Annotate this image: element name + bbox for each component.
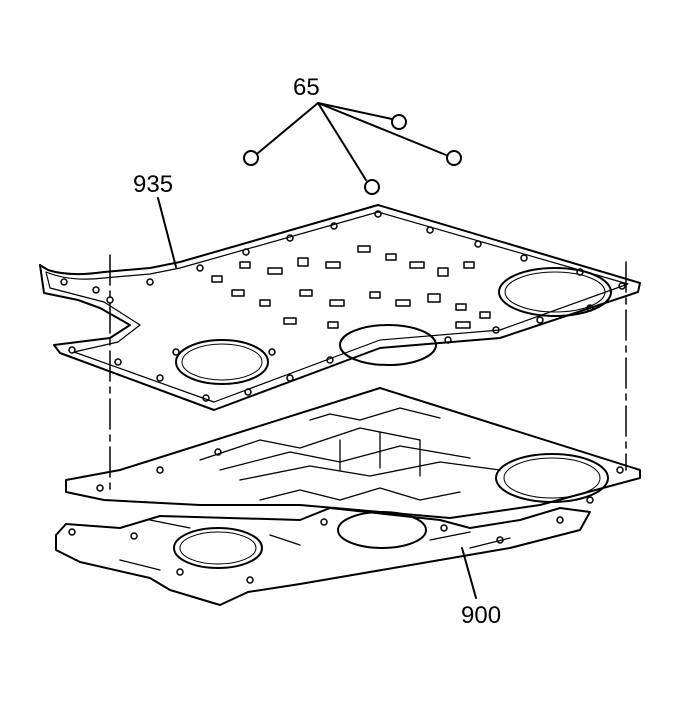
valve-body-lower-edge <box>55 529 581 606</box>
seal-ring <box>391 114 407 130</box>
callout-label-seals: 65 <box>293 74 320 101</box>
seal-ring <box>446 150 462 166</box>
gasket-bore <box>181 343 263 381</box>
gasket-outline <box>39 204 641 411</box>
valve-body-upper-deck <box>65 387 641 519</box>
leader-line-seals <box>317 102 393 120</box>
seal-rings <box>243 102 462 195</box>
alignment-guides <box>109 254 627 491</box>
leader-line-seals <box>317 102 447 156</box>
valve-body-lower-casting <box>55 507 591 606</box>
gasket-bore <box>504 271 606 313</box>
seal-ring <box>243 150 259 166</box>
valve-body-bolt-holes <box>68 448 624 584</box>
valve-body-channels <box>119 407 511 571</box>
callout-label-plate: 900 <box>461 602 502 629</box>
gasket-bore <box>498 267 612 317</box>
leader-line-seals <box>257 102 319 154</box>
valve-body-bore <box>495 453 609 503</box>
seal-ring <box>364 179 380 195</box>
leader-line-seals <box>317 102 367 181</box>
callout-label-gasket: 935 <box>133 171 174 198</box>
gasket-bore <box>339 324 437 366</box>
valve-body-upper-deck-edge <box>65 477 641 519</box>
valve-body-bore <box>179 531 257 565</box>
valve-body-900 <box>55 387 641 606</box>
gasket-bore <box>175 339 269 385</box>
valve-body-bore <box>173 527 263 569</box>
gasket-passages <box>211 245 491 329</box>
valve-body-bore <box>503 457 601 499</box>
gasket-935 <box>39 197 641 411</box>
gasket-inner-edge <box>45 211 629 403</box>
leader-line-gasket <box>157 197 177 268</box>
valve-body-bore <box>337 511 427 549</box>
